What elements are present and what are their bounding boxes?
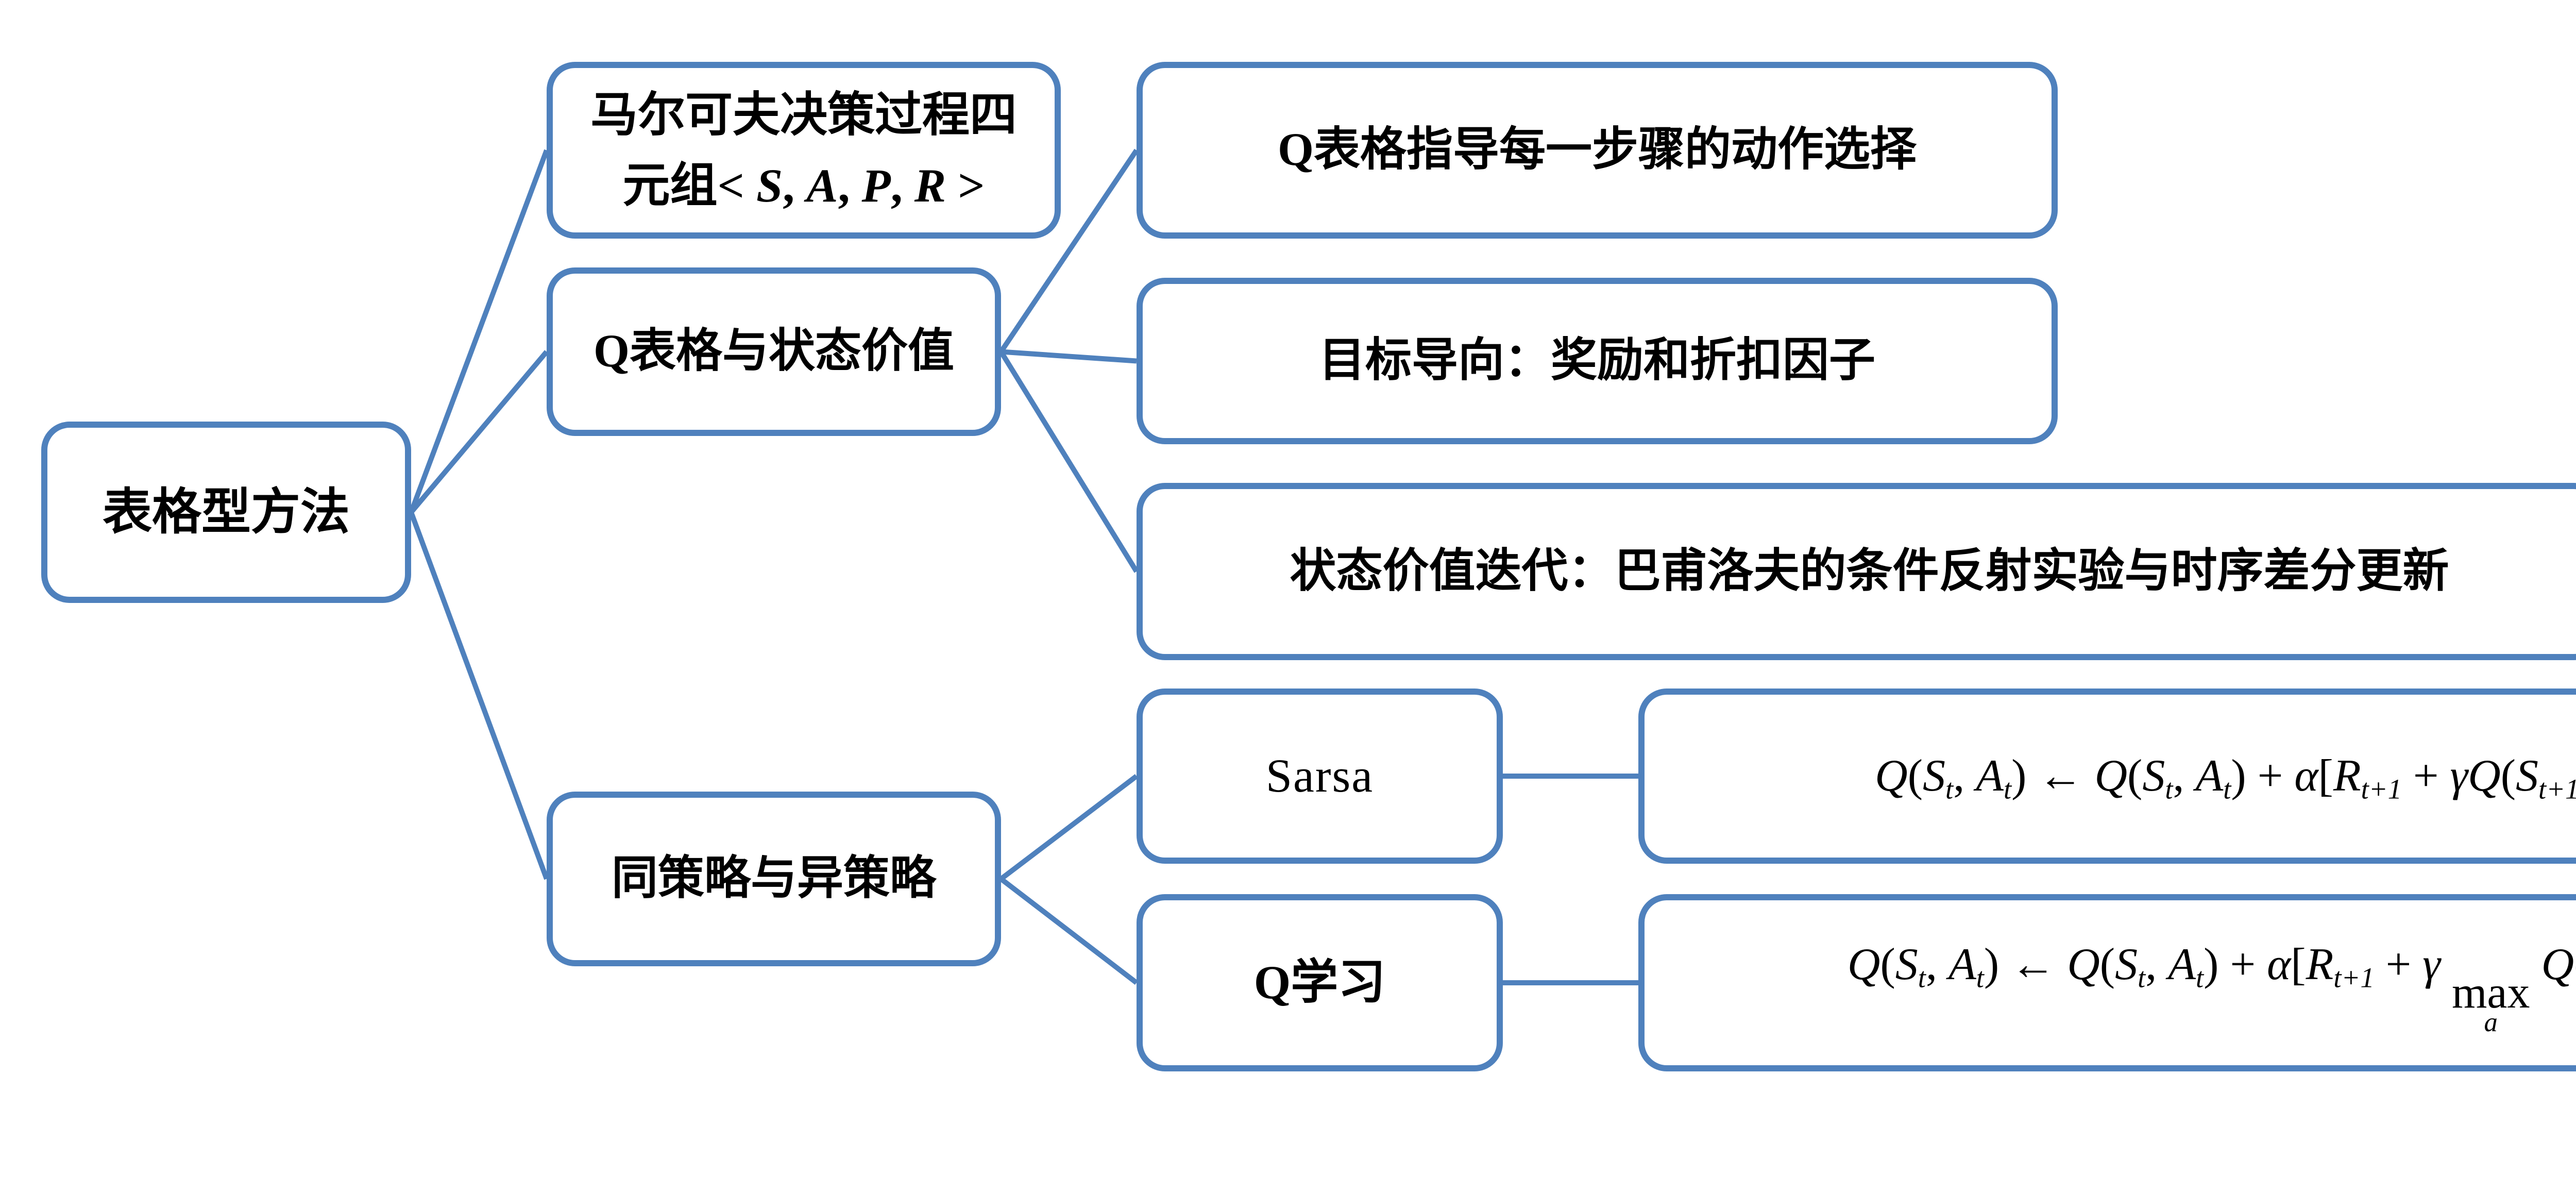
edge-qtable-goal — [1001, 349, 1137, 364]
node-on-off-policy: 同策略与异策略 — [547, 792, 1001, 966]
edge-root-qtable — [409, 350, 549, 514]
node-q-learning-label: Q学习 — [1253, 956, 1386, 1009]
node-qtable-state-value: Q表格与状态价值 — [547, 267, 1001, 436]
edge-qtable-valueiter — [998, 350, 1139, 573]
node-sarsa: Sarsa — [1137, 689, 1503, 864]
edge-root-mdp — [409, 149, 549, 513]
node-mdp-tuple-label: 马尔可夫决策过程四元组< S, A, P, R > — [590, 89, 1017, 212]
node-tabular-methods: 表格型方法 — [41, 422, 411, 603]
mdp-tuple-math: < S, A, P, R > — [717, 159, 985, 212]
edge-policy-qlearn — [999, 877, 1139, 985]
edge-policy-sarsa — [999, 774, 1139, 881]
node-tabular-methods-label: 表格型方法 — [103, 484, 350, 540]
node-goal-oriented: 目标导向：奖励和折扣因子 — [1137, 278, 2058, 444]
node-state-value-iteration-label: 状态价值迭代：巴甫洛夫的条件反射实验与时序差分更新 — [1290, 545, 2449, 597]
sarsa-update-formula-math: Q(St, At) ← Q(St, At) + α[Rt+1 + γQ(St+1… — [1875, 751, 2576, 805]
node-qtable-guides-actions-label: Q表格指导每一步骤的动作选择 — [1277, 124, 1917, 176]
node-on-off-policy-label: 同策略与异策略 — [612, 853, 936, 904]
node-qtable-state-value-label: Q表格与状态价值 — [593, 326, 954, 377]
node-sarsa-update-formula: Q(St, At) ← Q(St, At) + α[Rt+1 + γQ(St+1… — [1638, 689, 2576, 864]
node-mdp-tuple: 马尔可夫决策过程四元组< S, A, P, R > — [547, 62, 1061, 239]
node-sarsa-label: Sarsa — [1265, 749, 1374, 802]
node-q-learning: Q学习 — [1137, 894, 1503, 1071]
node-state-value-iteration: 状态价值迭代：巴甫洛夫的条件反射实验与时序差分更新 — [1137, 483, 2576, 660]
node-qtable-guides-actions: Q表格指导每一步骤的动作选择 — [1137, 62, 2058, 239]
node-goal-oriented-label: 目标导向：奖励和折扣因子 — [1319, 335, 1875, 387]
edge-root-policy — [409, 511, 549, 880]
